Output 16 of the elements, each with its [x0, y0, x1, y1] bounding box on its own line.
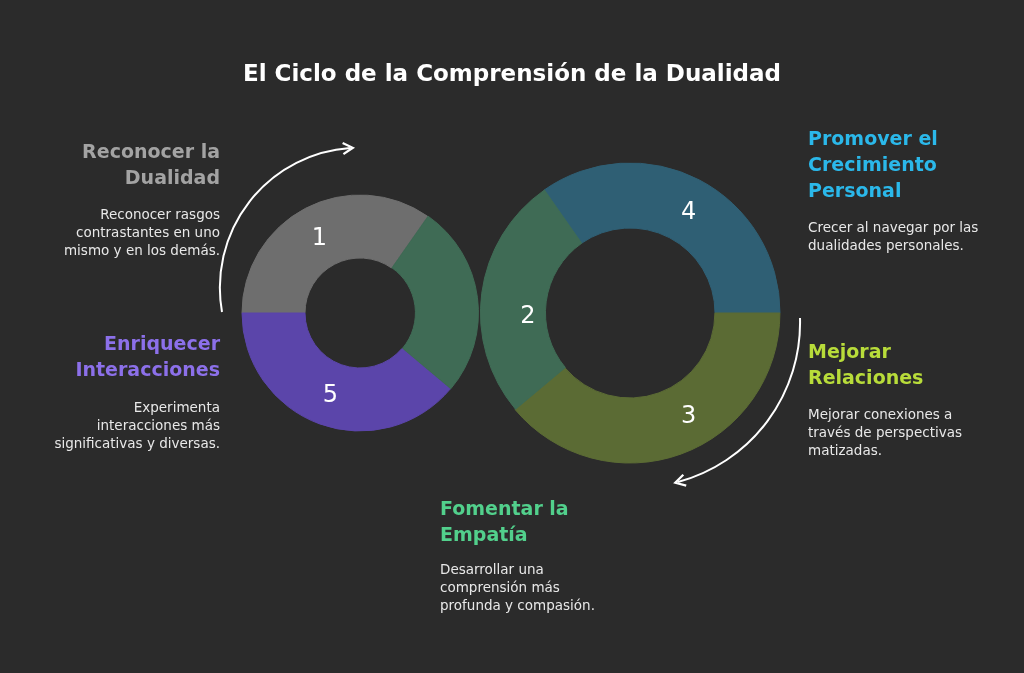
title: El Ciclo de la Comprensión de la Dualidad	[241, 60, 782, 86]
step-description: Reconocer rasgos contrastantes en uno mismo y en los demás.	[62, 205, 220, 259]
step-number: 1	[311, 222, 328, 251]
step-number: 4	[681, 197, 697, 226]
step-description: Mejorar conexiones a través de perspectivas matizadas.	[808, 405, 963, 459]
step-description: Crecer al navegar por las dualidades personales.	[808, 218, 980, 254]
step-heading: Promover el Crecimiento Personal	[808, 126, 939, 203]
step-number: 3	[681, 400, 697, 429]
step-heading: Enriquecer Interacciones	[74, 331, 220, 382]
step-description: Desarrollar una comprensión más profunda y compasión.	[440, 560, 596, 614]
step-description: Experimenta interacciones más significativas y diversas.	[53, 398, 220, 452]
step-heading: Fomentar la Empatía	[440, 496, 570, 547]
step-number: 2	[520, 301, 536, 329]
step-heading: Reconocer la Dualidad	[81, 139, 220, 190]
step-number: 5	[322, 380, 339, 409]
step-heading: Mejorar Relaciones	[808, 339, 925, 390]
